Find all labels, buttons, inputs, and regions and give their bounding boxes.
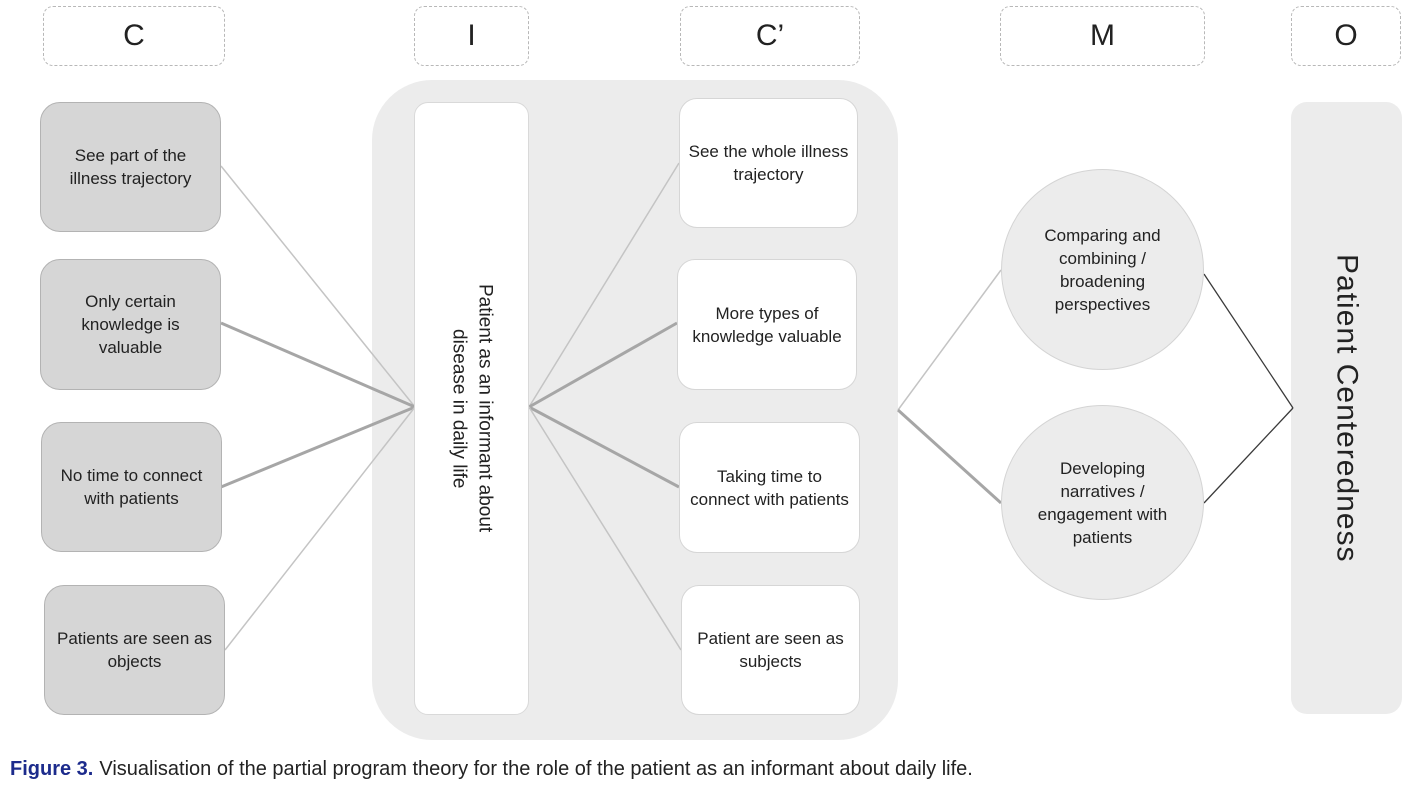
context-prime-box-4: Patient are seen as subjects bbox=[681, 585, 860, 715]
mechanism-circle-2: Developing narratives / engagement with … bbox=[1001, 405, 1204, 600]
connector-i-cp2 bbox=[528, 321, 678, 409]
header-o: O bbox=[1291, 6, 1401, 66]
context-box-1: See part of the illness trajectory bbox=[40, 102, 221, 232]
connector-m2-o bbox=[1203, 407, 1294, 504]
connector-m1-o bbox=[1203, 273, 1294, 409]
caption-text: Visualisation of the partial program the… bbox=[99, 758, 973, 780]
connector-i-cp3 bbox=[528, 405, 680, 489]
context-box-2: Only certain knowledge is valuable bbox=[40, 259, 221, 390]
mechanism-circle-1: Comparing and combining / broadening per… bbox=[1001, 169, 1204, 370]
context-prime-box-2: More types of knowledge valuable bbox=[677, 259, 857, 390]
connector-c2-i bbox=[220, 321, 416, 409]
connector-c3-i bbox=[220, 405, 416, 489]
connector-c4-i bbox=[224, 406, 416, 651]
context-prime-box-3: Taking time to connect with patients bbox=[679, 422, 860, 553]
connector-i-cp1 bbox=[528, 162, 680, 408]
header-m: M bbox=[1000, 6, 1205, 66]
intervention-box: Patient as an informant about disease in… bbox=[414, 102, 529, 715]
outcome-label: Patient Centeredness bbox=[1330, 253, 1364, 563]
connector-panel-m2 bbox=[896, 408, 1003, 505]
figure-label: Figure 3. bbox=[10, 758, 94, 780]
outcome-box: Patient Centeredness bbox=[1291, 102, 1402, 714]
connector-c1-i bbox=[220, 165, 416, 408]
context-prime-box-1: See the whole illness trajectory bbox=[679, 98, 858, 228]
header-c: C bbox=[43, 6, 225, 66]
header-i: I bbox=[414, 6, 529, 66]
connector-panel-m1 bbox=[897, 269, 1002, 411]
intervention-label: Patient as an informant about disease in… bbox=[448, 284, 496, 533]
context-box-3: No time to connect with patients bbox=[41, 422, 222, 552]
connector-i-cp4 bbox=[528, 406, 682, 651]
header-c-prime: C’ bbox=[680, 6, 860, 66]
context-box-4: Patients are seen as objects bbox=[44, 585, 225, 715]
figure-caption: Figure 3.Visualisation of the partial pr… bbox=[10, 758, 973, 781]
